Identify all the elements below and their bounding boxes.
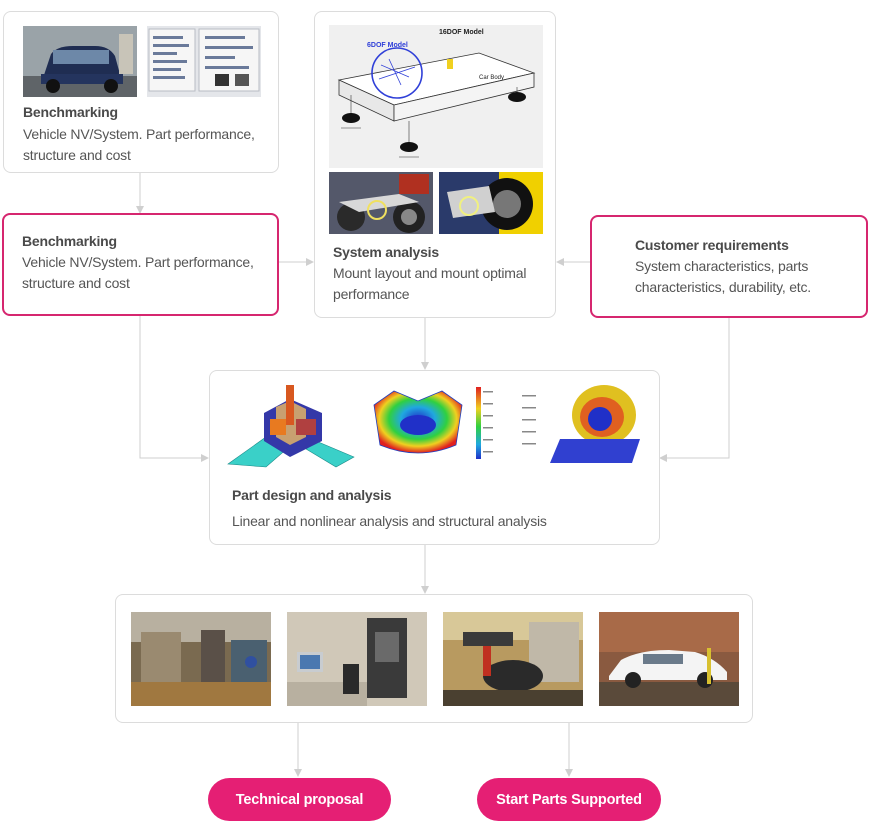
suspension-cad-render [329,172,433,234]
customer-requirements-desc: System characteristics, parts characteri… [635,258,811,295]
test-machine-icon [287,612,427,706]
customer-requirements-title: Customer requirements [635,237,789,253]
customer-requirements-box: Customer requirements System characteris… [590,215,868,318]
arrow-customer-to-part [659,318,730,462]
sub-model-label: 6DOF Model [367,42,408,49]
16dof-model-diagram: 16DOF Model 6DOF Model Car Body [329,25,543,168]
benchmarking-top-box: Benchmarking Vehicle NV/System. Part per… [3,11,279,173]
software-window-icon [147,26,261,97]
mount-cad-model [226,379,356,469]
benchmarking-top-desc: Vehicle NV/System. Part performance, str… [23,126,255,163]
part-design-box: Part design and analysis Linear and nonl… [209,370,660,545]
fea-legend-bar [474,385,496,463]
system-analysis-box: 16DOF Model 6DOF Model Car Body [314,11,556,318]
vehicle-photo [23,26,137,97]
part-design-desc: Linear and nonlinear analysis and struct… [232,513,547,529]
fea-stress-contour [370,385,466,461]
dof-model-drawing: 16DOF Model 6DOF Model Car Body [329,25,543,168]
car-front-icon [23,26,137,97]
factory-icon [131,612,271,706]
arrow-bench-to-part [139,316,209,462]
benchmarking-mid-box: Benchmarking Vehicle NV/System. Part per… [2,213,279,316]
benchmarking-mid-title: Benchmarking [22,233,117,249]
system-analysis-title: System analysis [333,244,439,260]
start-parts-supported-button[interactable]: Start Parts Supported [477,778,661,821]
color-scale-icon [476,387,493,459]
fea-contour-icon [373,390,463,454]
benchmarking-mid-desc: Vehicle NV/System. Part performance, str… [22,254,254,291]
testing-machine-photo [287,612,427,706]
testing-photos-box [115,594,753,723]
car-test-photo [599,612,739,706]
wheel-cad-render [439,172,543,234]
mount-cad-icon [227,385,355,468]
system-analysis-desc: Mount layout and mount optimal performan… [333,265,527,302]
rig-icon [443,612,583,706]
rig-test-photo [443,612,583,706]
fea-mount-deformation [520,379,644,467]
wheel-icon [439,172,543,234]
benchmarking-top-title: Benchmarking [23,104,118,120]
part-design-title: Part design and analysis [232,487,392,503]
fea-deformation-icon [522,385,640,463]
software-screenshot [147,26,261,97]
model-label: 16DOF Model [439,29,484,36]
factory-photo [131,612,271,706]
suspension-icon [329,172,433,234]
technical-proposal-button[interactable]: Technical proposal [208,778,391,821]
car-side-icon [599,612,739,706]
car-body-label: Car Body [479,75,504,81]
